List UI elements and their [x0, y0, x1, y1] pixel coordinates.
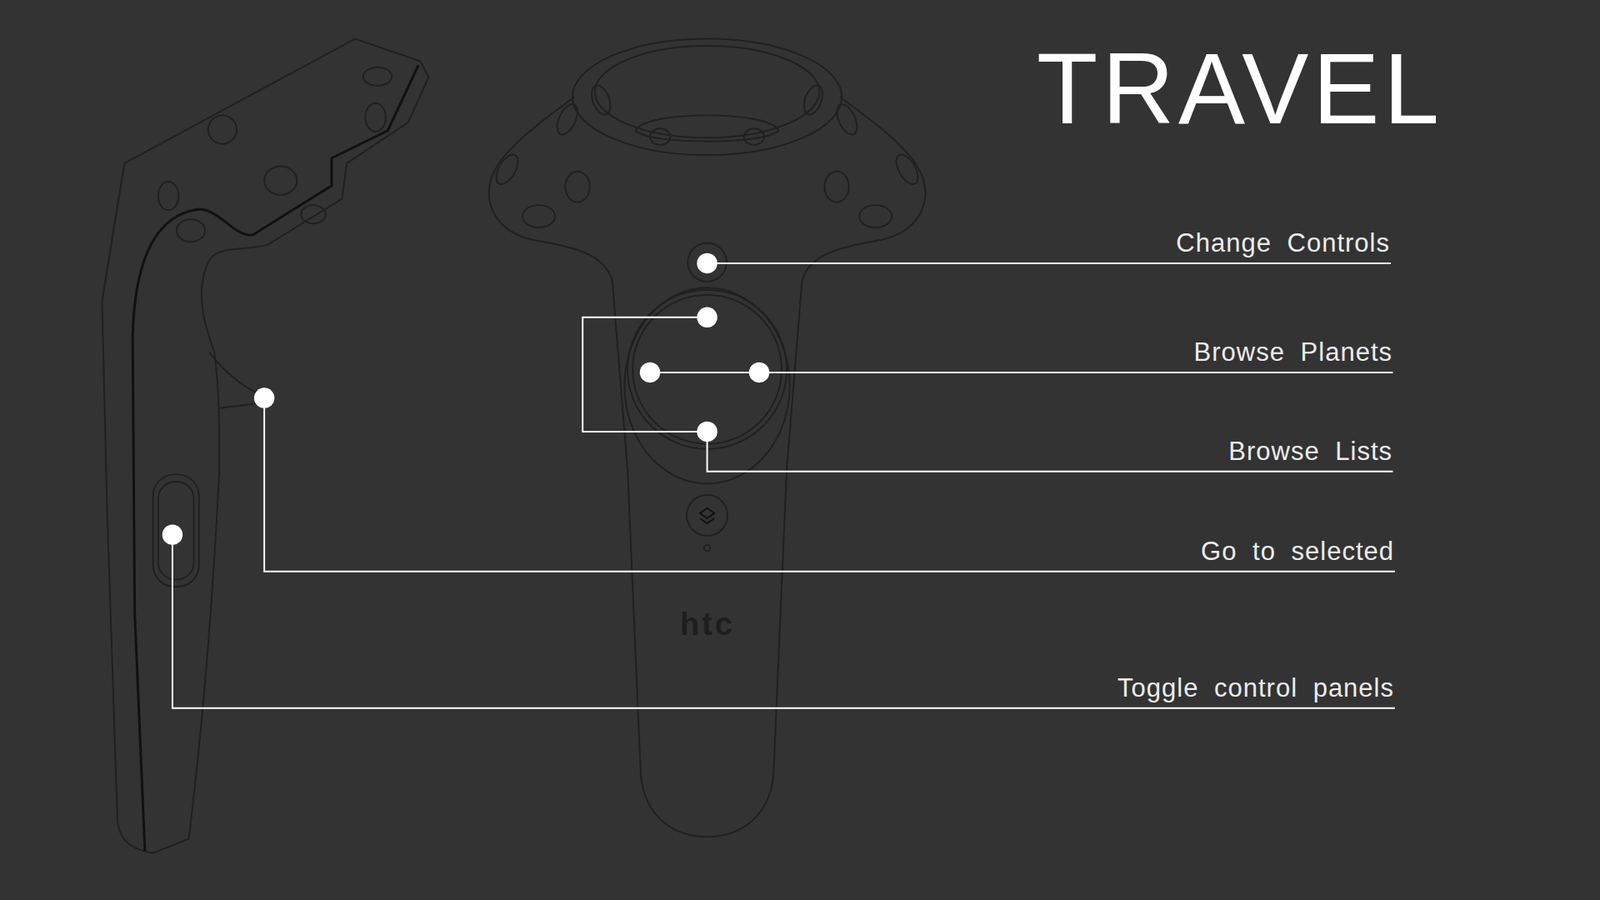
leader-line [707, 262, 1391, 265]
sensor [300, 205, 325, 224]
callout-dot [749, 362, 770, 383]
page-title: TRAVEL [1036, 38, 1444, 139]
sensor [522, 205, 555, 228]
side-trigger [209, 351, 260, 408]
callout-dot [640, 362, 660, 383]
sensor [491, 150, 523, 188]
brand-logo: htc [680, 608, 735, 640]
bracket-line [582, 317, 707, 432]
callout-dot [696, 253, 717, 274]
leader-line [264, 398, 1395, 572]
side-body-outline [101, 39, 429, 854]
side-grip-inner [158, 481, 195, 580]
side-view-controller [101, 39, 429, 854]
sensor [744, 128, 765, 145]
side-grip-button [153, 474, 200, 587]
sensor [365, 103, 385, 132]
trackpad [627, 290, 787, 450]
front-view-controller [489, 39, 926, 838]
sensor [363, 67, 392, 86]
side-seam-line [132, 65, 419, 851]
sensor [553, 100, 582, 138]
callout-dot [254, 387, 275, 408]
sensor [208, 115, 237, 144]
system-button [686, 495, 728, 536]
callout-dot [696, 307, 717, 328]
tracking-ring-outer [572, 39, 842, 156]
sensor [800, 82, 826, 117]
callout-label: Go to selected [1200, 536, 1395, 567]
sensor [832, 100, 861, 138]
leader-line [172, 535, 1395, 709]
sensor [158, 181, 179, 210]
sensor [859, 205, 892, 228]
callout-dot [696, 421, 717, 442]
leader-line [707, 431, 1394, 472]
callout-label: Change Controls [1175, 228, 1390, 259]
callout-label: Browse Planets [1194, 337, 1393, 368]
system-icon [700, 508, 715, 524]
leader-lines [172, 263, 1395, 709]
tracking-ring-inner [595, 45, 820, 138]
sensor [650, 128, 670, 145]
sensor [588, 82, 615, 117]
sensor [176, 219, 205, 242]
sensor [565, 171, 590, 203]
callout-dots [162, 253, 770, 545]
callout-dot [162, 524, 183, 545]
menu-button [687, 242, 727, 282]
status-light [704, 545, 710, 551]
callout-label: Browse Lists [1228, 436, 1393, 467]
sensor [891, 150, 923, 188]
sensor [824, 171, 849, 203]
sensor [264, 166, 297, 195]
callout-label: Toggle control panels [1117, 673, 1395, 704]
